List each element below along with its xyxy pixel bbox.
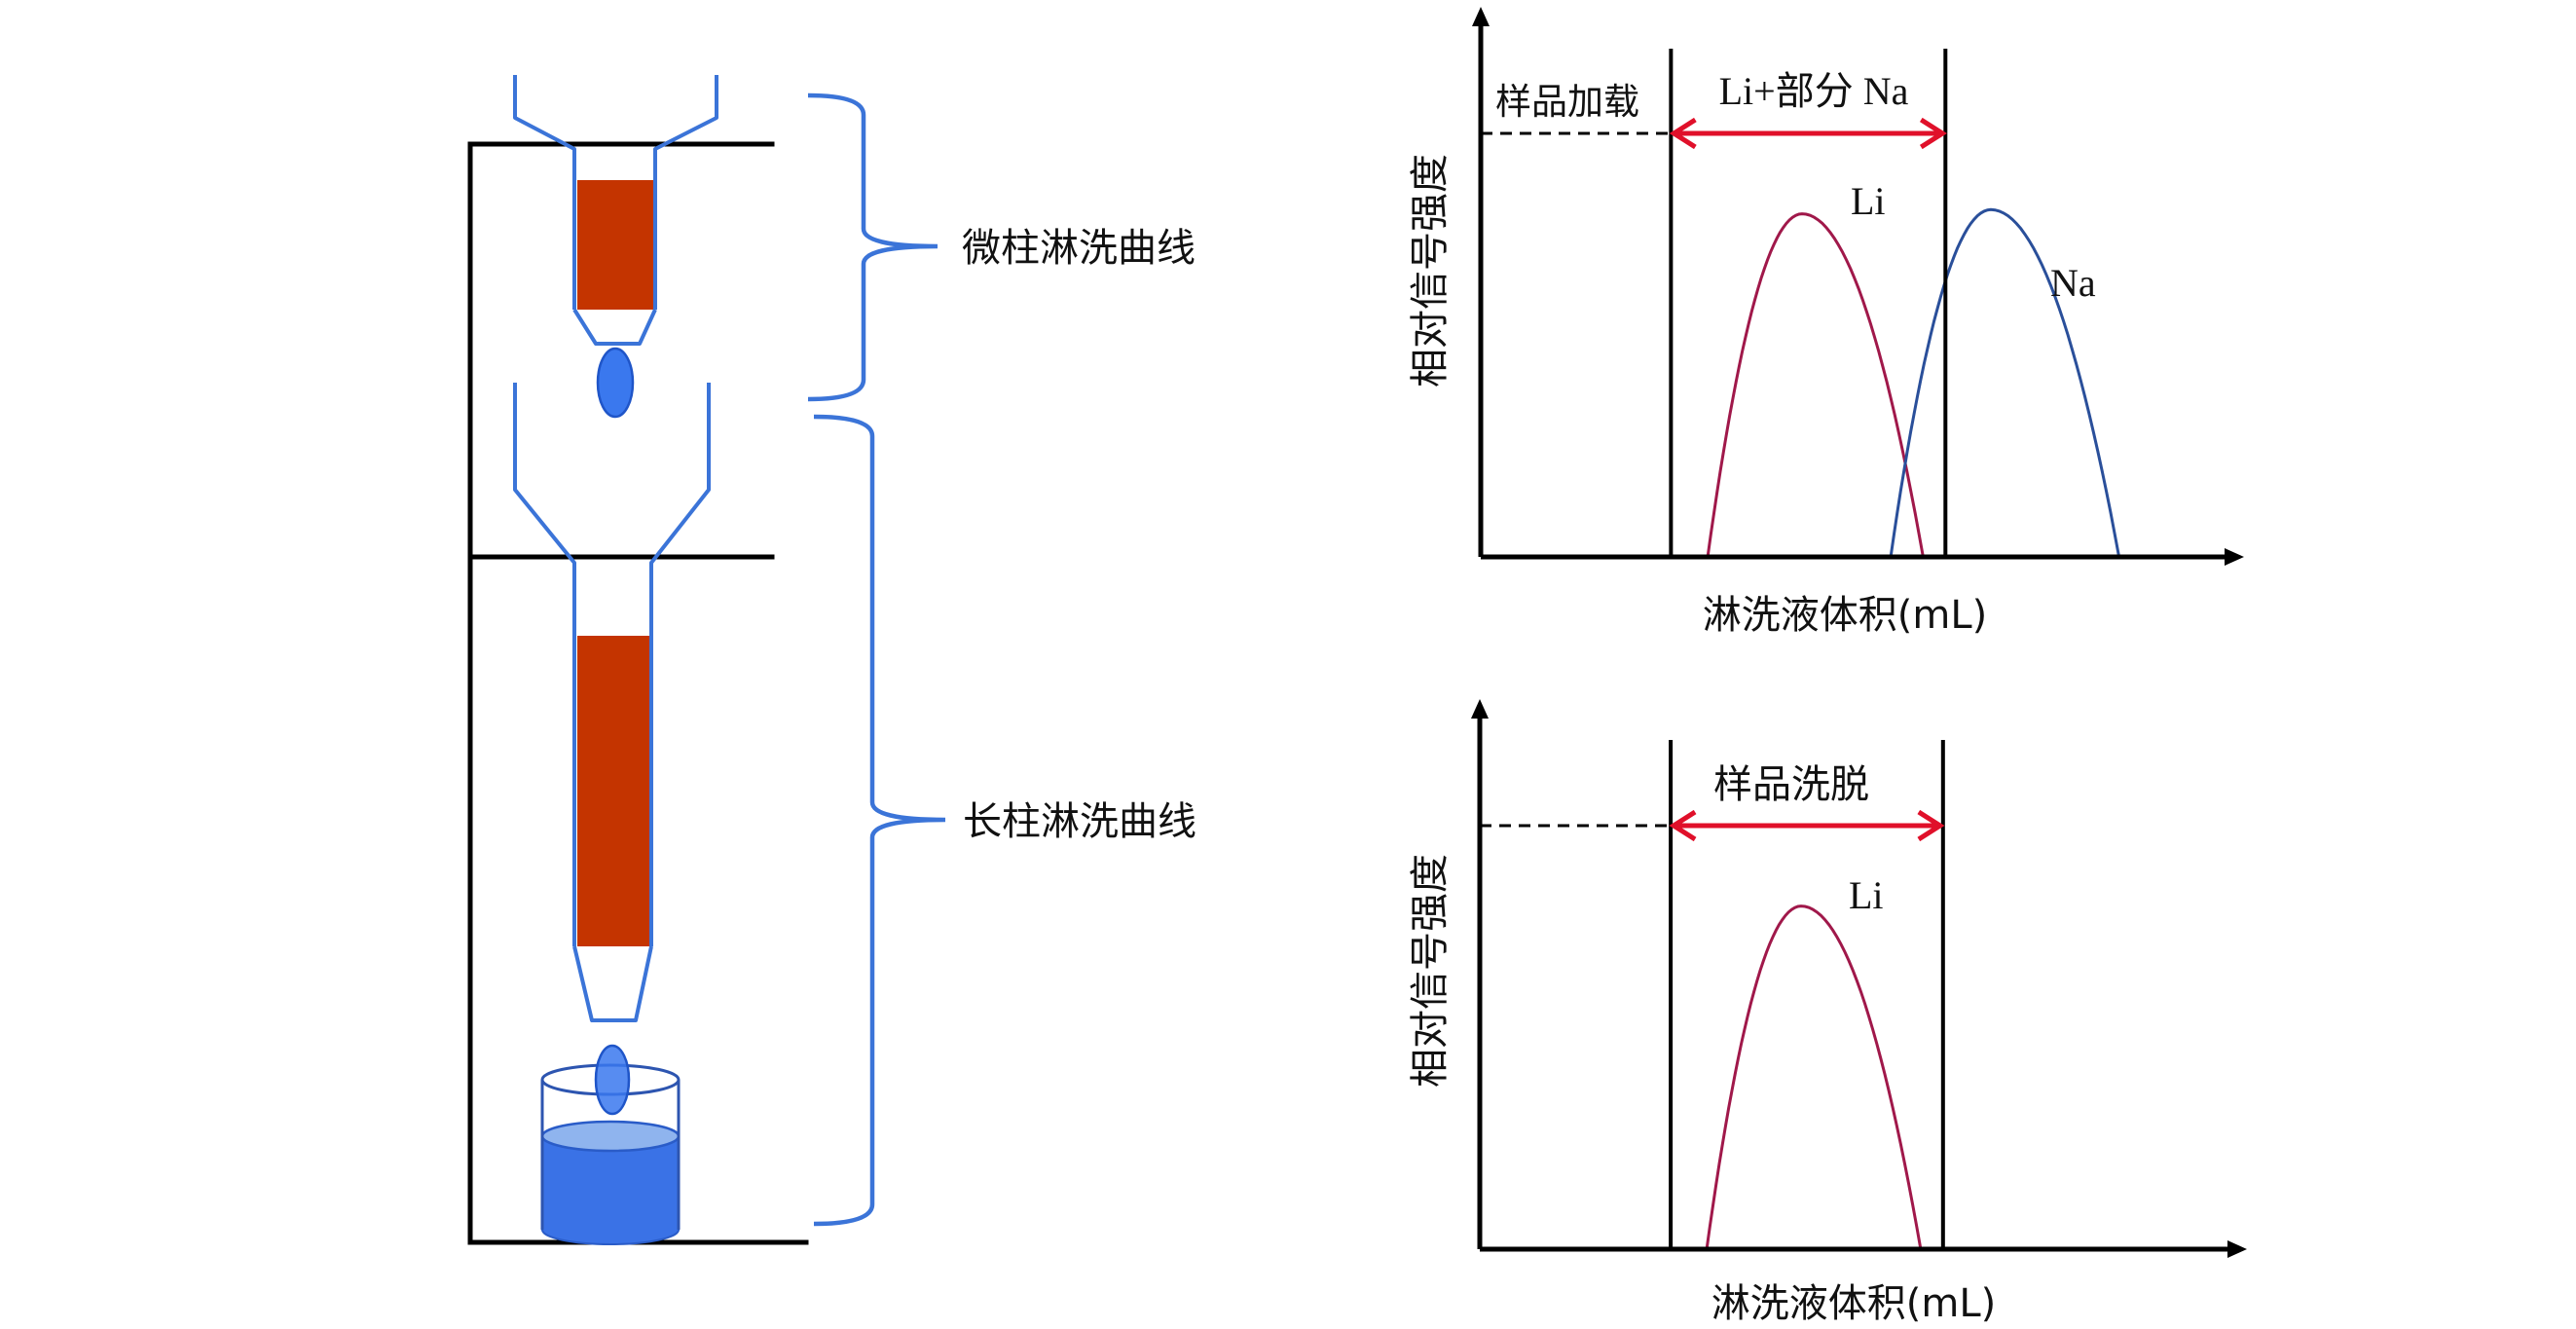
bottom-chart-x-axis-label: 淋洗液体积(mL) (1711, 1281, 1996, 1326)
long-column-funnel-left (513, 383, 576, 946)
micro-column-brace (807, 92, 938, 402)
top-chart-series-label-li: Li (1851, 179, 1886, 223)
micro-column-droplet (596, 347, 635, 419)
bottom-chart-region-label-elution: 样品洗脱 (1713, 762, 1869, 807)
micro-column-label: 微柱淋洗曲线 (962, 226, 1196, 271)
bottom-chart-range-arrow-left-head-icon (1669, 809, 1697, 842)
top-chart-x-axis-arrow-icon (2225, 548, 2244, 566)
micro-column-funnel-right (653, 75, 718, 310)
top-chart-x-axis-label: 淋洗液体积(mL) (1703, 593, 1987, 638)
long-column-label: 长柱淋洗曲线 (963, 799, 1196, 844)
long-column (513, 383, 711, 1022)
bottom-chart-x-axis-arrow-icon (2227, 1240, 2247, 1258)
top-chart-y-axis-arrow-icon (1472, 7, 1490, 26)
micro-column (513, 75, 718, 419)
micro-column-tip (572, 308, 657, 346)
long-column-droplet (594, 1044, 631, 1116)
top-chart-region-label-elution: Li+部分 Na (1719, 69, 1909, 113)
long-column-funnel-right (649, 383, 711, 946)
top-chart-series-na-curve (1889, 207, 2121, 558)
column-apparatus-diagram: 微柱淋洗曲线 长柱淋洗曲线 (467, 75, 1196, 1245)
micro-column-funnel (513, 75, 576, 310)
top-chart-range-arrow-left-head-icon (1669, 117, 1697, 150)
micro-column-resin (577, 180, 653, 310)
top-chart-series-li-curve (1706, 212, 1925, 558)
top-chart-region-label-loading: 样品加载 (1495, 81, 1639, 123)
beaker-water-surface (540, 1120, 681, 1153)
stand-frame (467, 141, 809, 1245)
collection-beaker (540, 1044, 681, 1245)
bottom-chart-series-li-curve (1705, 904, 1923, 1250)
top-chart-series-label-na: Na (2050, 261, 2096, 305)
long-column-tip (572, 945, 653, 1022)
bottom-chart-y-axis-arrow-icon (1471, 699, 1489, 719)
bottom-chart-series-label-li: Li (1849, 873, 1884, 917)
top-chart-range-arrow-right-head-icon (1919, 117, 1947, 150)
micro-column-elution-chart (1472, 7, 2244, 566)
beaker-water-body (541, 1135, 680, 1245)
bottom-chart-range-arrow-right-head-icon (1917, 809, 1945, 842)
top-chart-y-axis-label: 相对信号强度 (1408, 154, 1453, 388)
long-column-resin (577, 636, 649, 946)
long-column-elution-chart (1471, 699, 2247, 1258)
long-column-brace (813, 414, 946, 1227)
bottom-chart-y-axis-label: 相对信号强度 (1408, 854, 1453, 1088)
